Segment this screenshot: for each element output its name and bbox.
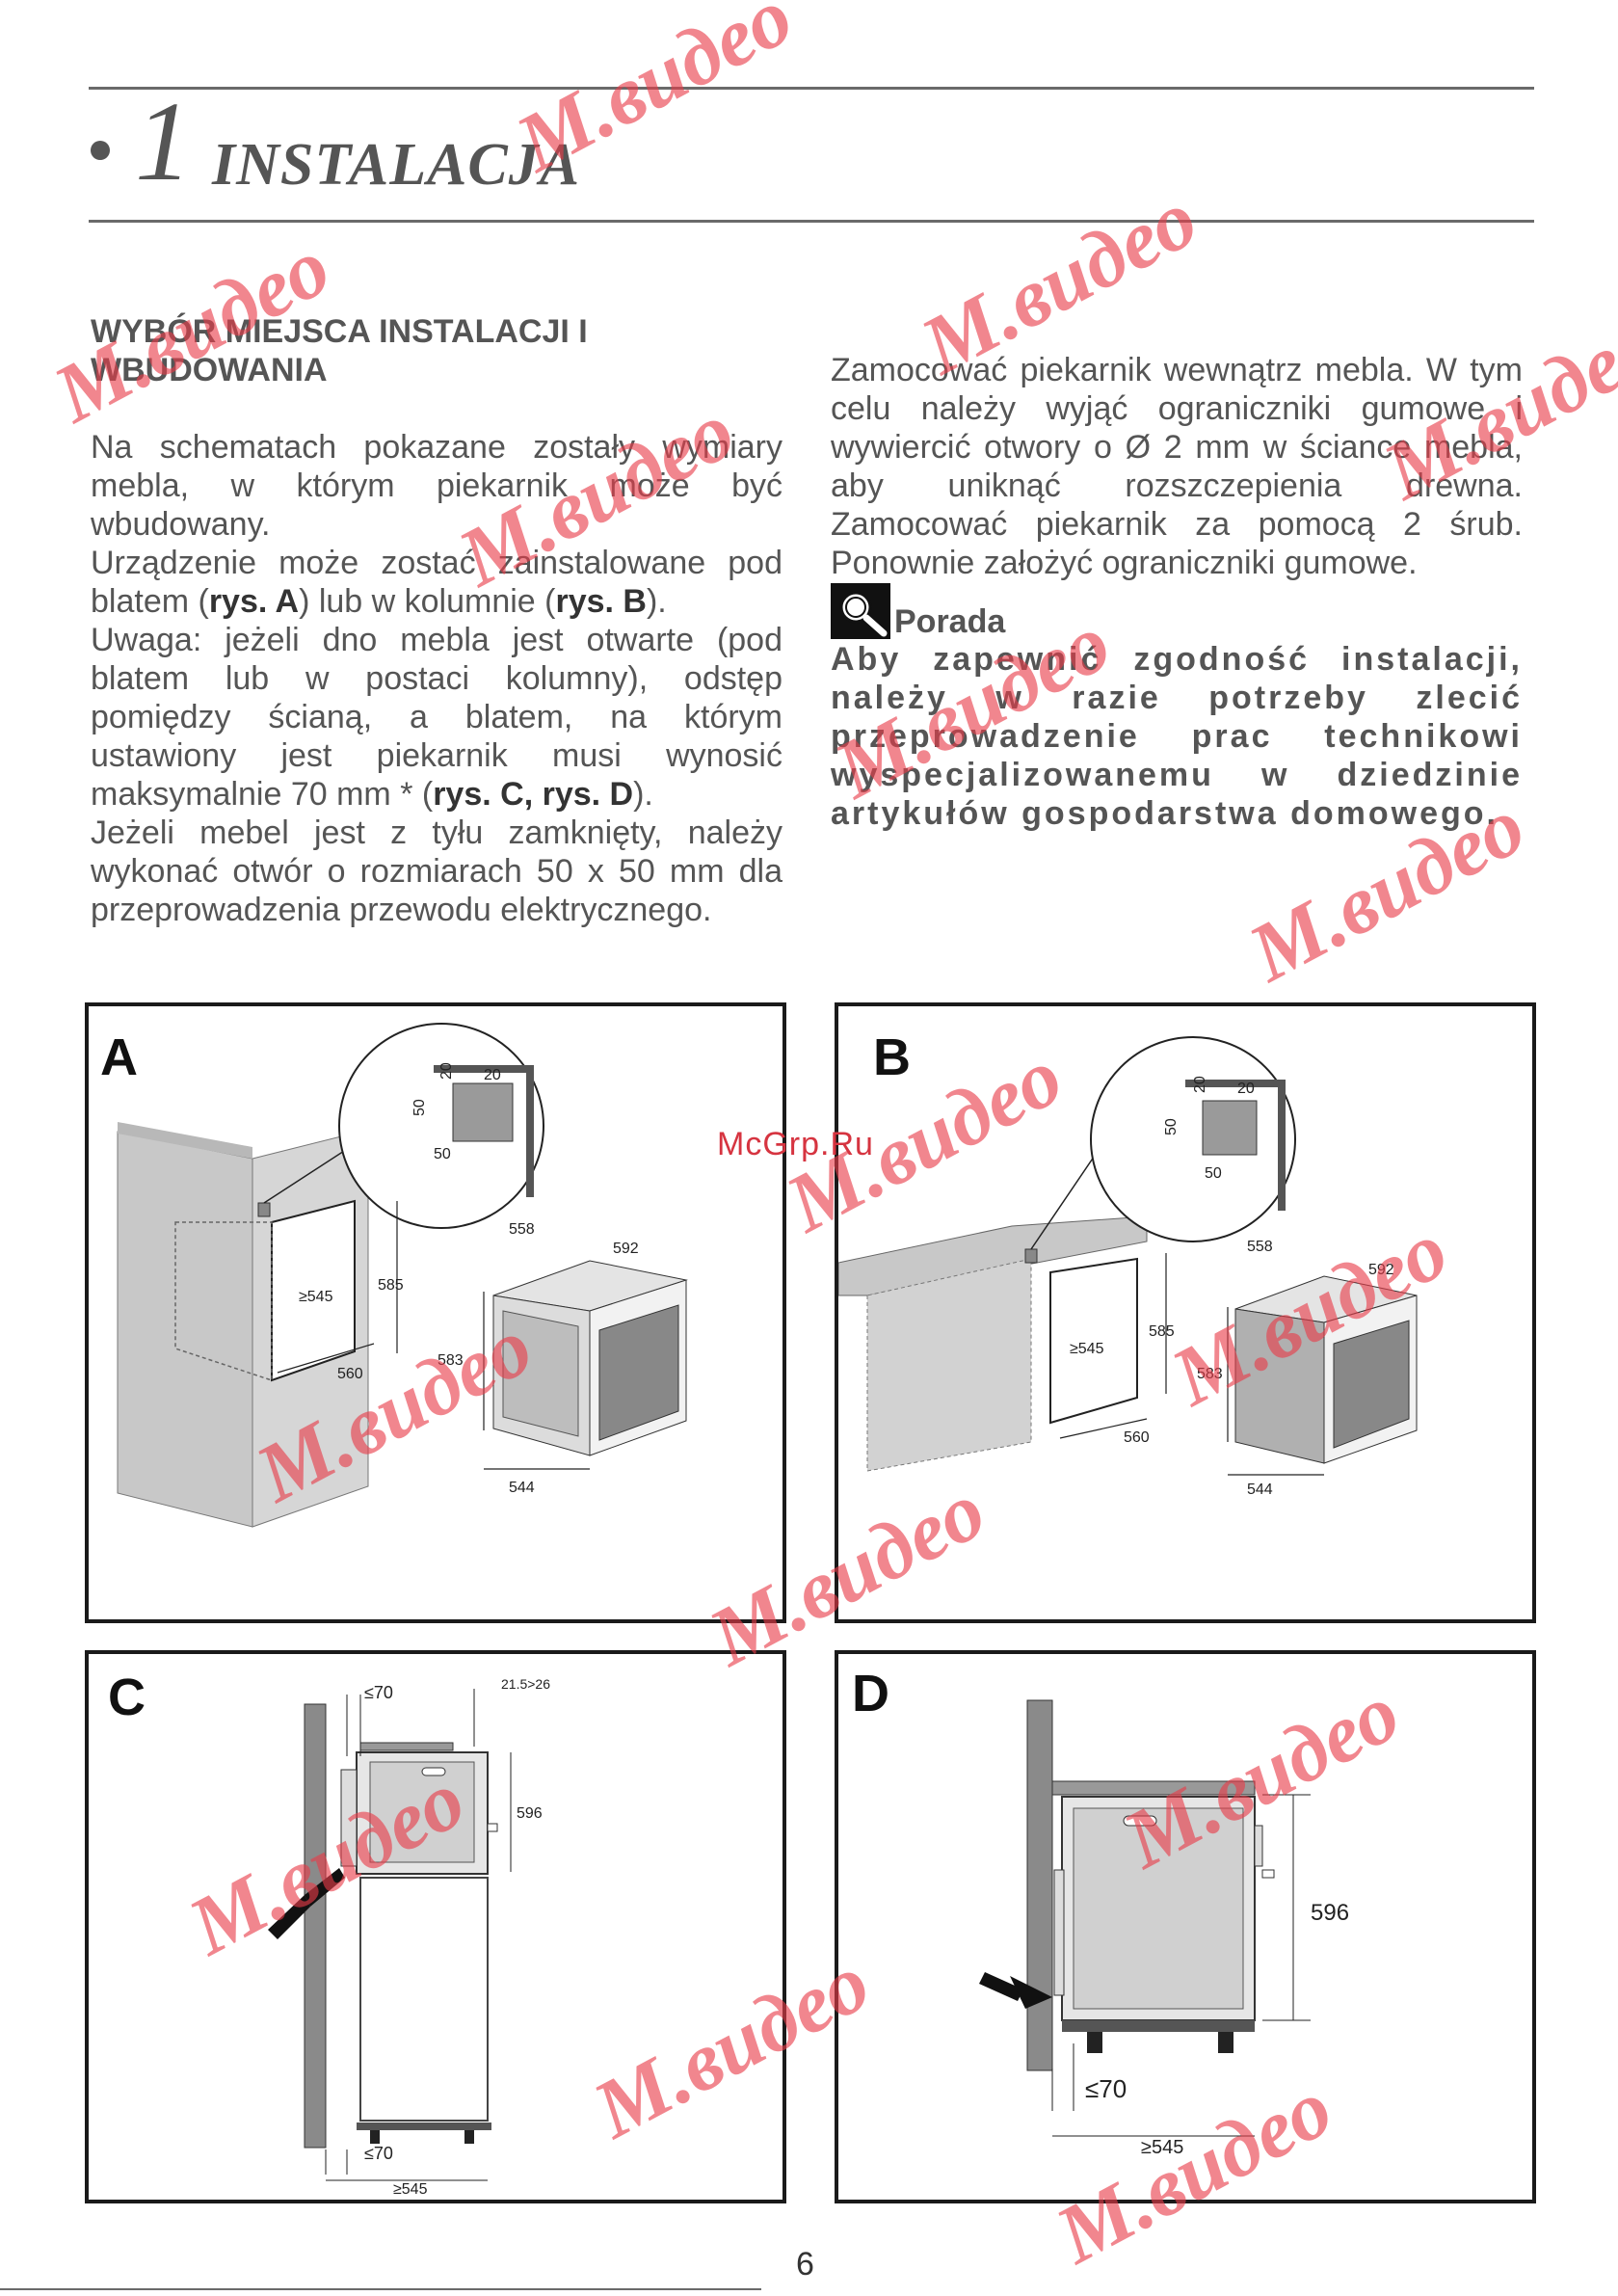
left-paragraph-4: Jeżeli mebel jest z tyłu zamknięty, nale… xyxy=(91,814,782,928)
figure-d-height: 596 xyxy=(1311,1900,1349,1926)
header-underline xyxy=(89,220,1534,223)
figure-a-diagram: 50 50 20 20 585 ≥545 560 558 592 583 544 xyxy=(117,1023,688,1528)
figure-a-cavity-width: ≥545 xyxy=(299,1289,333,1305)
figure-c-depth: ≥545 xyxy=(393,2181,428,2198)
tip-title: Porada xyxy=(894,603,1006,640)
section-heading-line2: WBUDOWANIA xyxy=(91,352,328,388)
figure-b-oven-depth: 558 xyxy=(1247,1239,1273,1255)
figure-a-hole-height: 50 xyxy=(411,1099,428,1116)
figure-a-cavity-depth: 560 xyxy=(337,1366,363,1382)
left-paragraph-3: Uwaga: jeżeli dno mebla jest otwarte (po… xyxy=(91,622,782,813)
figure-c-top-gap: ≤70 xyxy=(364,1683,393,1702)
watermark-site: McGrp.Ru xyxy=(717,1126,874,1162)
figure-c-diagram: ≤70 21.5>26 596 ≤70 ≥545 xyxy=(268,1676,550,2198)
figure-a-oven-depth: 558 xyxy=(509,1221,535,1238)
figure-c: C ≤70 21.5>26 596 ≤70 ≥545 xyxy=(85,1650,786,2203)
figure-c-label: C xyxy=(108,1669,146,1726)
figure-a-hole-top: 20 xyxy=(484,1067,501,1083)
left-paragraph-1: Na schematach pokazane zostały wymiary m… xyxy=(91,429,782,543)
figure-a-hole-side: 20 xyxy=(438,1062,455,1080)
chapter-title: INSTALACJA xyxy=(212,132,581,198)
figure-b-cavity-height: 585 xyxy=(1149,1323,1175,1340)
figure-a-oven-width: 592 xyxy=(613,1241,639,1257)
figure-b: B 50 50 20 20 ≥545 585 560 558 592 583 5… xyxy=(835,1002,1536,1623)
left-column: Na schematach pokazane zostały wymiary m… xyxy=(91,428,782,929)
figure-a-hole-width: 50 xyxy=(434,1146,451,1162)
page-number: 6 xyxy=(796,2246,814,2283)
footer-rule xyxy=(0,2288,761,2290)
figure-d-diagram: 596 ≤70 ≥545 xyxy=(979,1699,1349,2158)
figure-b-hole-width: 50 xyxy=(1205,1165,1222,1182)
figure-b-cavity-depth: 560 xyxy=(1124,1429,1150,1446)
chapter-bullet xyxy=(91,141,110,160)
figure-b-diagram: 50 50 20 20 ≥545 585 560 558 592 583 544 xyxy=(838,1036,1418,1498)
chapter-number: 1 xyxy=(135,78,192,204)
figure-b-hole-top: 20 xyxy=(1237,1081,1255,1097)
top-rule xyxy=(89,87,1534,90)
figure-b-oven-height: 583 xyxy=(1197,1366,1223,1382)
figure-c-bottom-gap: ≤70 xyxy=(364,2144,393,2163)
tip-header: Porada xyxy=(831,582,1523,640)
figure-b-cavity-width: ≥545 xyxy=(1070,1341,1104,1357)
section-heading-line1: WYBÓR MIEJSCA INSTALACJI I xyxy=(91,313,588,350)
left-paragraph-2: Urządzenie może zostać zainstalowane pod… xyxy=(91,545,782,620)
right-column: Zamocować piekarnik wewnątrz mebla. W ty… xyxy=(831,351,1523,833)
figure-b-hole-side: 20 xyxy=(1192,1076,1208,1093)
figure-b-oven-panel: 544 xyxy=(1247,1482,1273,1498)
figure-b-hole-height: 50 xyxy=(1163,1118,1180,1135)
figure-c-height: 596 xyxy=(517,1805,543,1822)
right-paragraph-1: Zamocować piekarnik wewnątrz mebla. W ty… xyxy=(831,352,1523,581)
figure-a-cavity-height: 585 xyxy=(378,1277,404,1294)
figure-a-oven-height: 583 xyxy=(438,1352,464,1369)
figure-d-bottom-gap: ≤70 xyxy=(1085,2074,1127,2103)
magnifier-icon xyxy=(831,583,890,639)
figure-a-label: A xyxy=(100,1028,138,1086)
figure-a-oven-panel: 544 xyxy=(509,1480,535,1496)
figure-a: A 50 50 20 20 585 ≥545 560 558 592 583 5… xyxy=(85,1002,786,1623)
figure-d: D 596 ≤70 ≥545 xyxy=(835,1650,1536,2203)
figure-d-label: D xyxy=(852,1665,889,1722)
figure-d-depth: ≥545 xyxy=(1141,2137,1183,2158)
section-heading: WYBÓR MIEJSCA INSTALACJI I WBUDOWANIA xyxy=(91,312,688,389)
watermark: M.видео xyxy=(501,0,808,190)
figure-b-label: B xyxy=(873,1028,911,1086)
figure-b-oven-width: 592 xyxy=(1368,1262,1394,1278)
tip-body: Aby zapewnić zgodność instalacji, należy… xyxy=(831,641,1523,832)
figure-c-top-right: 21.5>26 xyxy=(501,1676,550,1692)
